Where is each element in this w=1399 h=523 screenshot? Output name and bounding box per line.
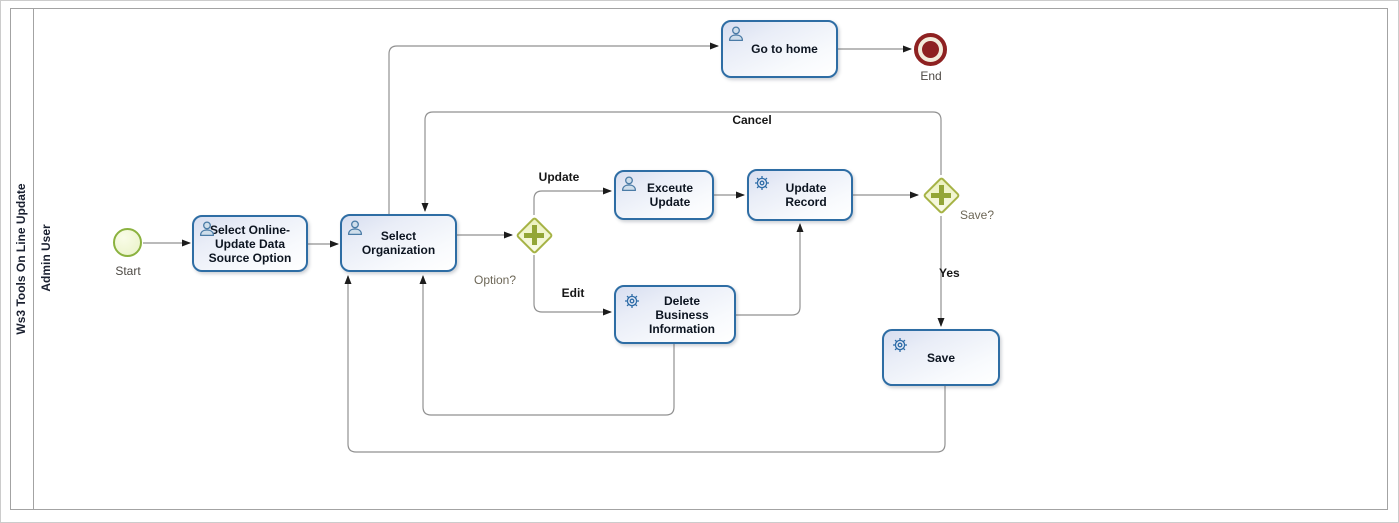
gateway-option[interactable] — [514, 215, 554, 255]
task-label: Update Record — [785, 181, 827, 209]
flow-save-return-to-select-org — [344, 275, 946, 453]
user-icon — [198, 220, 216, 238]
flow-cancel-return — [421, 111, 942, 212]
end-event-dot — [922, 41, 939, 58]
user-icon — [620, 175, 638, 193]
flow-delete-to-update-record — [736, 223, 804, 316]
pool-ws3-tools — [10, 8, 1388, 510]
task-label: Select Organization — [361, 229, 436, 257]
plus-icon — [938, 185, 944, 205]
flow-label-yes: Yes — [939, 266, 960, 280]
task-label: Go to home — [751, 42, 818, 56]
start-event[interactable] — [113, 228, 142, 257]
task-update-record[interactable]: Update Record — [747, 169, 853, 221]
flow-delete-return-to-select-org — [419, 275, 675, 416]
gateway-save[interactable] — [921, 175, 961, 215]
end-event-label: End — [920, 69, 942, 83]
start-event-label: Start — [115, 264, 141, 278]
task-label: Select Online-Update Data Source Option — [208, 222, 292, 265]
plus-icon — [531, 225, 537, 245]
end-event[interactable] — [914, 33, 947, 66]
pool-label-divider — [33, 8, 34, 510]
user-icon — [727, 25, 745, 43]
task-delete-business-information[interactable]: Delete Business Information — [614, 285, 736, 344]
gear-icon — [753, 174, 771, 192]
task-select-organization[interactable]: Select Organization — [340, 214, 457, 272]
flow-select-org-to-go-home — [388, 42, 719, 214]
task-select-online-update-data-source-option[interactable]: Select Online-Update Data Source Option — [192, 215, 308, 272]
gear-icon — [623, 292, 641, 310]
task-exceute-update[interactable]: Exceute Update — [614, 170, 714, 220]
gear-icon — [891, 336, 909, 354]
task-label: Exceute Update — [646, 181, 694, 209]
flow-label-cancel: Cancel — [732, 113, 772, 127]
flow-update-branch — [533, 187, 612, 215]
user-icon — [346, 219, 364, 237]
task-go-to-home[interactable]: Go to home — [721, 20, 838, 78]
gateway-save-label: Save? — [960, 208, 995, 222]
task-label: Save — [926, 350, 956, 365]
flow-label-update: Update — [538, 170, 580, 184]
flow-edit-branch — [533, 255, 612, 316]
task-save[interactable]: Save — [882, 329, 1000, 386]
task-label: Delete Business Information — [649, 293, 715, 336]
flow-label-edit: Edit — [561, 286, 585, 300]
gateway-option-label: Option? — [474, 273, 517, 287]
